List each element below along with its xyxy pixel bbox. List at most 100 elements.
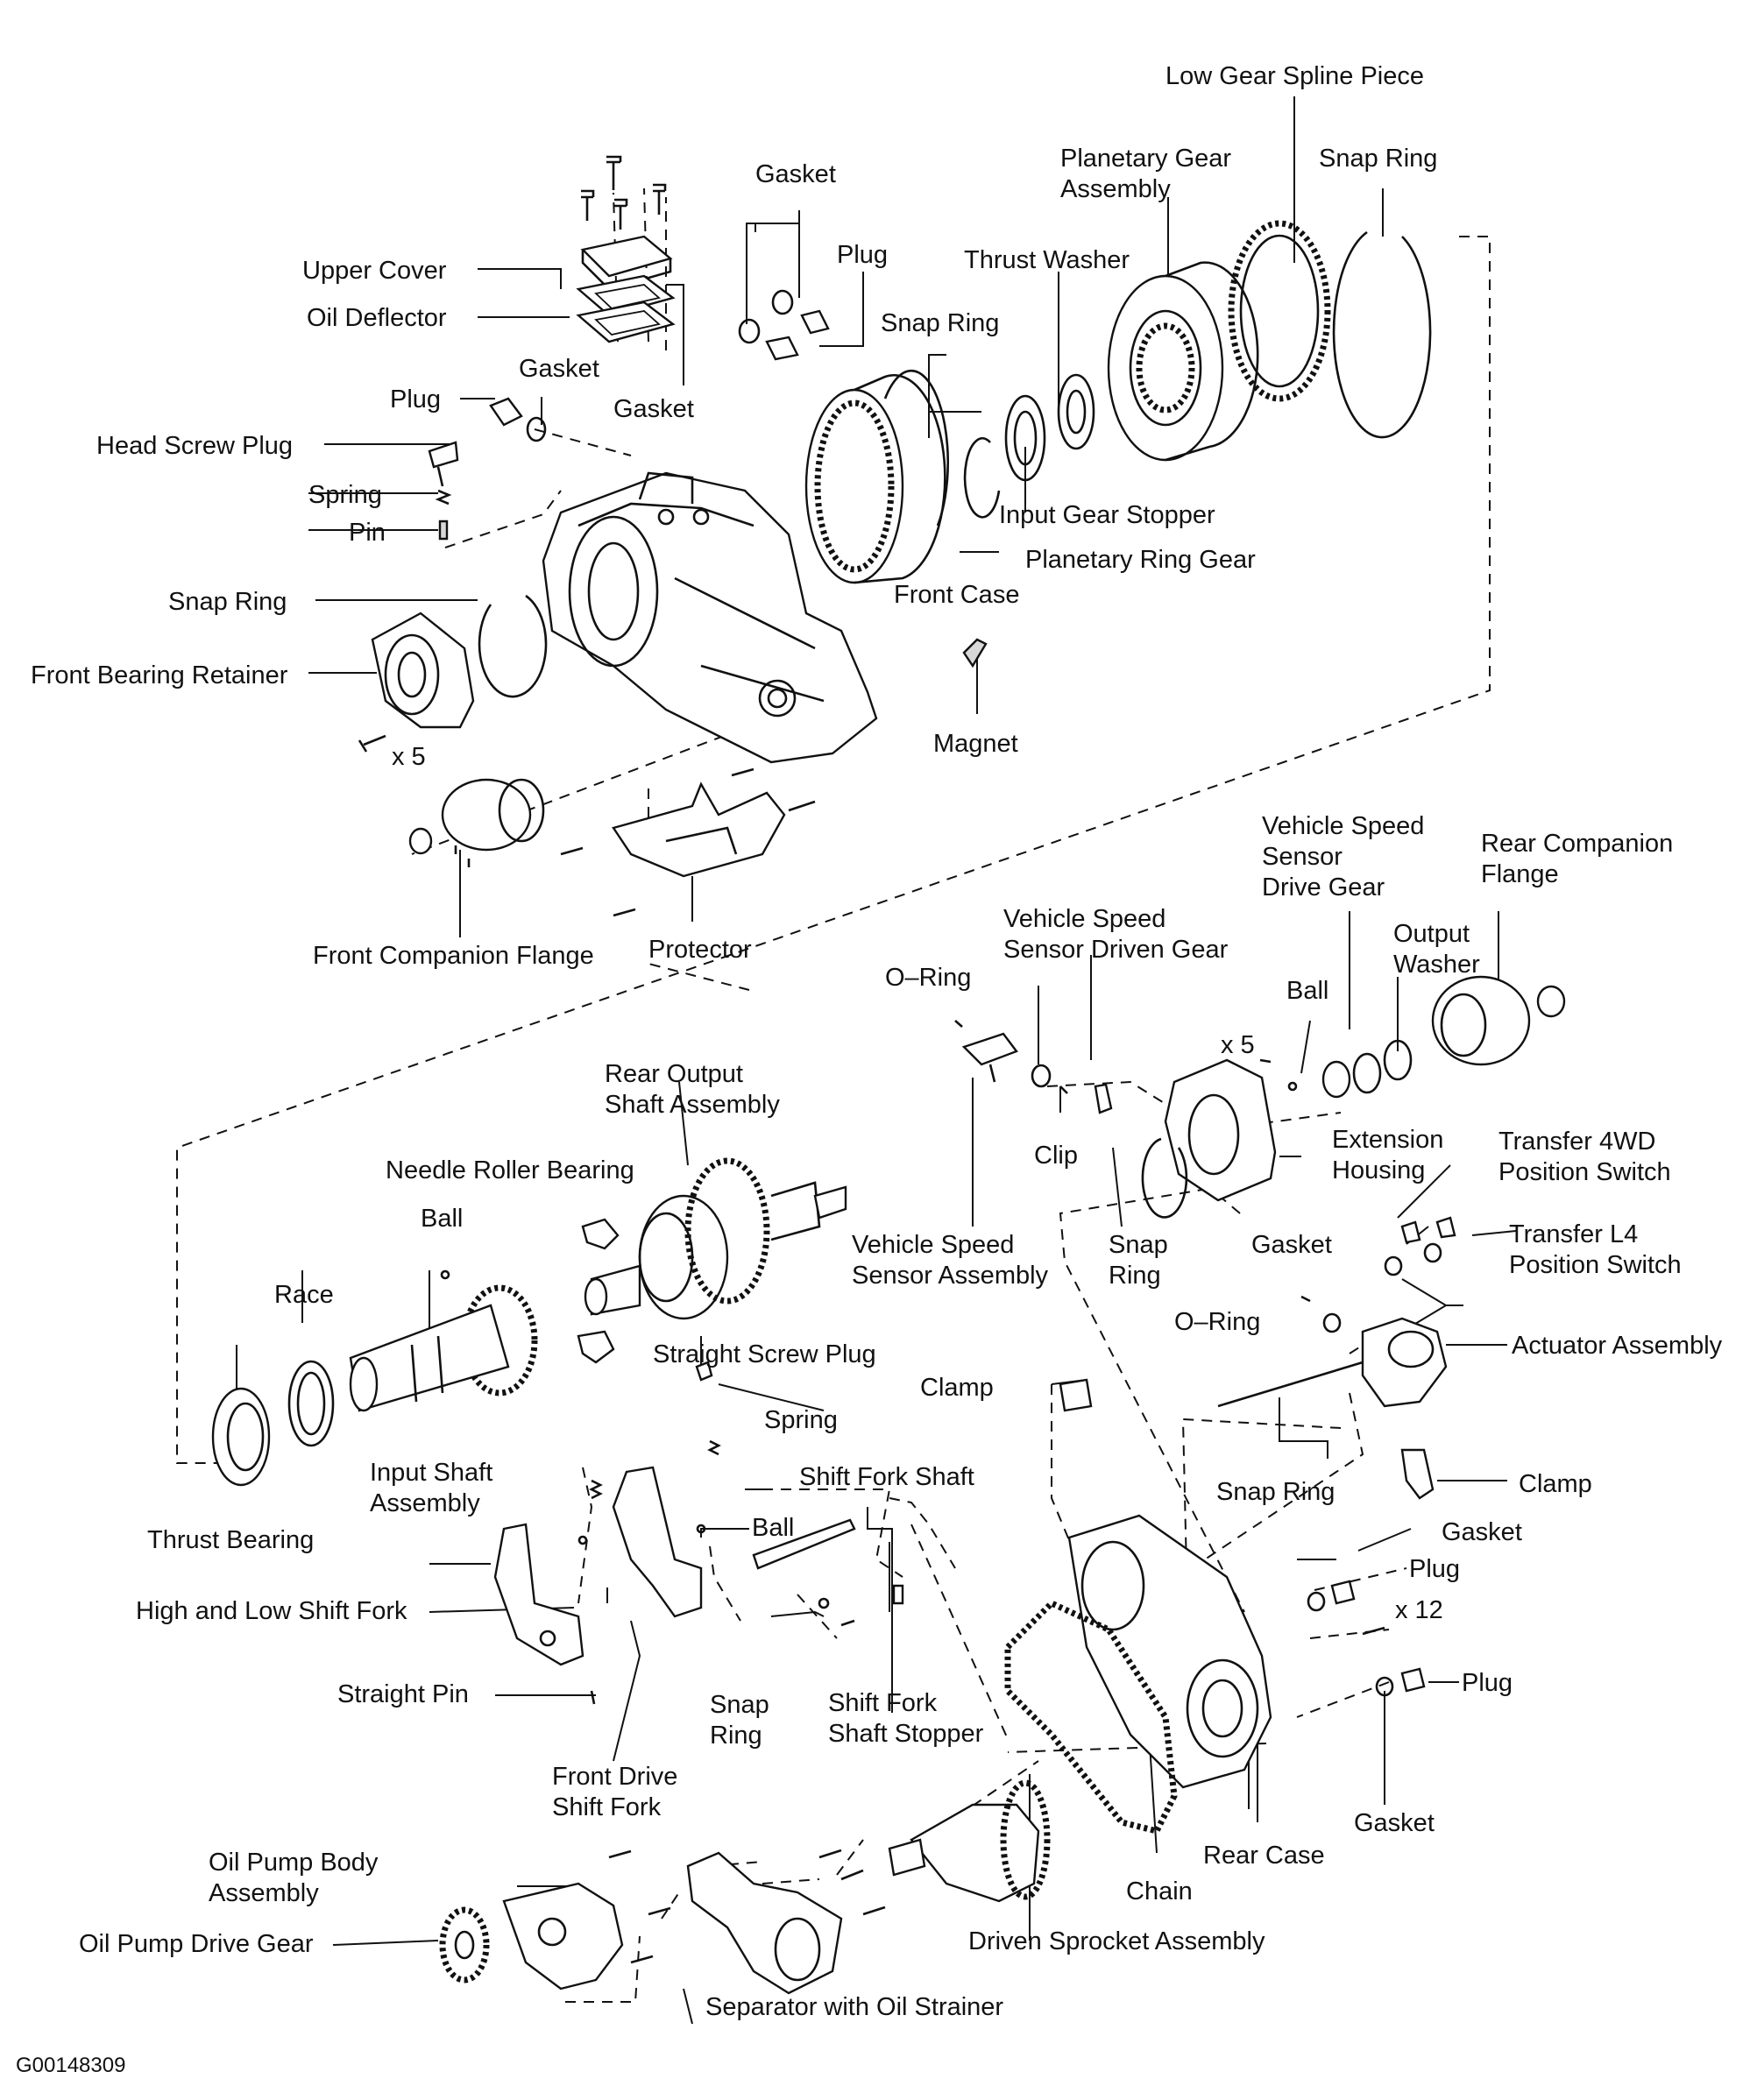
- driven-sprocket-part: [888, 1779, 1051, 1903]
- oil-pump-body-part: [502, 1882, 624, 1990]
- planetary-ring-gear-part: [804, 373, 946, 584]
- o-ring-top-part: [1031, 1064, 1052, 1088]
- label-output-washer-1: Output: [1393, 920, 1470, 948]
- label-snap-ring-top-right: Snap Ring: [1319, 145, 1437, 173]
- snap-ring-top-right-part: [1332, 230, 1432, 439]
- thrust-washer-part: [1057, 373, 1095, 450]
- labels: Low Gear Spline Piece Planetary Gear Ass…: [16, 62, 1723, 2077]
- o-ring-mid-part: [1300, 1295, 1342, 1333]
- label-snap-ring-low-2: Ring: [710, 1722, 762, 1750]
- protector-bolts: [560, 767, 816, 917]
- label-shift-fork-stopper-1: Shift Fork: [828, 1689, 938, 1717]
- oil-deflector: [576, 274, 676, 343]
- label-planetary-gear-2: Assembly: [1060, 175, 1171, 203]
- actuator-rod: [1217, 1361, 1364, 1408]
- straight-pin-part: [590, 1690, 596, 1705]
- snap-ring-left-part: [478, 594, 548, 698]
- figure-id: G00148309: [16, 2054, 125, 2077]
- ball-left-part: [440, 1269, 450, 1280]
- snap-ring-top-mid-part: [883, 369, 1001, 527]
- transfer-l4-switch-part: [1423, 1216, 1456, 1263]
- label-ball-left: Ball: [421, 1205, 463, 1233]
- planetary-gear-assembly-part: [1107, 261, 1259, 462]
- oil-pump-drive-gear-part: [439, 1906, 490, 1983]
- label-vss-drive-gear-2: Sensor: [1262, 843, 1343, 871]
- label-clip: Clip: [1034, 1142, 1078, 1170]
- label-gasket-bottom-right: Gasket: [1354, 1809, 1435, 1837]
- label-planetary-gear-1: Planetary Gear: [1060, 145, 1231, 173]
- label-protector: Protector: [648, 936, 752, 964]
- label-separator: Separator with Oil Strainer: [705, 1993, 1003, 2021]
- protector-part: [612, 781, 786, 878]
- label-ball-mid: Ball: [752, 1514, 794, 1542]
- label-thrust-washer: Thrust Washer: [964, 246, 1130, 274]
- retainer-bolt: [358, 734, 386, 753]
- label-ball-right: Ball: [1286, 977, 1328, 1005]
- label-vss-drive-gear-3: Drive Gear: [1262, 873, 1385, 902]
- label-gasket-top: Gasket: [755, 160, 836, 188]
- label-oil-pump-body-1: Oil Pump Body: [209, 1849, 379, 1877]
- label-rear-companion-flange-2: Flange: [1481, 860, 1559, 888]
- extension-housing-part: [1164, 1058, 1277, 1202]
- label-oil-deflector: Oil Deflector: [307, 304, 447, 332]
- vss-drive-gear-part: [1321, 1060, 1351, 1099]
- front-bearing-retainer-part: [371, 612, 475, 729]
- label-driven-sprocket: Driven Sprocket Assembly: [968, 1927, 1265, 1955]
- ball-mid-part: [577, 1524, 706, 1545]
- chain-part: [1004, 1599, 1178, 1835]
- label-o-ring-top: O–Ring: [885, 964, 971, 992]
- gasket-right-part: [1307, 1591, 1394, 1697]
- label-magnet: Magnet: [933, 730, 1018, 758]
- rear-output-shaft-part: [584, 1157, 847, 1320]
- label-race: Race: [274, 1281, 334, 1309]
- label-front-bearing-retainer: Front Bearing Retainer: [31, 661, 288, 689]
- label-extension-housing-1: Extension: [1332, 1126, 1443, 1154]
- thrust-bearing-part: [211, 1387, 271, 1487]
- label-plug-top: Plug: [837, 241, 888, 269]
- label-rear-output-shaft-1: Rear Output: [605, 1060, 743, 1088]
- label-clamp-right: Clamp: [1519, 1470, 1592, 1498]
- upper-cover-bolts: [581, 155, 667, 230]
- transfer-4wd-switch-part: [1384, 1220, 1421, 1276]
- rear-companion-flange-part: [1431, 975, 1566, 1066]
- label-x5-front: x 5: [392, 743, 426, 771]
- plug-top-pair: [765, 309, 830, 361]
- label-upper-cover: Upper Cover: [302, 257, 447, 285]
- clamp-mid-part: [1059, 1378, 1093, 1412]
- needle-bearing-lower: [577, 1330, 615, 1364]
- label-extension-housing-2: Housing: [1332, 1156, 1425, 1184]
- label-o-ring-mid: O–Ring: [1174, 1308, 1260, 1336]
- label-pin: Pin: [349, 519, 386, 547]
- actuator-assembly-part: [1361, 1317, 1448, 1408]
- needle-roller-bearing-part: [581, 1218, 620, 1250]
- label-straight-pin: Straight Pin: [337, 1680, 469, 1708]
- label-straight-screw-plug: Straight Screw Plug: [653, 1340, 876, 1368]
- front-drive-shift-fork-part: [612, 1466, 703, 1618]
- separator-bolts: [818, 1849, 886, 1916]
- race-part: [287, 1360, 335, 1447]
- magnet-part: [962, 638, 988, 668]
- straight-screw-plug-part: [695, 1361, 713, 1382]
- spring-top: [435, 489, 452, 506]
- label-shift-fork-stopper-2: Shaft Stopper: [828, 1720, 984, 1748]
- label-spring-mid: Spring: [764, 1406, 838, 1434]
- plug-right-part: [1330, 1580, 1426, 1693]
- input-gear-stopper-part: [1004, 394, 1046, 482]
- snap-ring-low-part: [818, 1597, 830, 1609]
- label-snap-ring-mid-1: Snap: [1109, 1231, 1168, 1259]
- label-plug-bottom-right: Plug: [1462, 1669, 1513, 1697]
- label-input-gear-stopper: Input Gear Stopper: [999, 501, 1215, 529]
- vss-driven-gear-part: [1094, 1083, 1113, 1114]
- head-screw-plug: [428, 441, 459, 487]
- high-low-shift-fork-part: [493, 1523, 584, 1666]
- label-transfer-l4-1: Transfer L4: [1509, 1220, 1638, 1248]
- vss-assembly-part: [954, 1020, 1018, 1083]
- plug-left: [489, 397, 547, 442]
- label-output-washer-2: Washer: [1393, 951, 1480, 979]
- input-shaft-part: [349, 1284, 538, 1412]
- label-gasket-right-cover: Gasket: [613, 395, 694, 423]
- label-head-screw-plug: Head Screw Plug: [96, 432, 293, 460]
- leader-lines: [236, 96, 1517, 2025]
- snap-ring-mid-part: [1141, 1137, 1188, 1219]
- label-snap-ring-left: Snap Ring: [168, 588, 287, 616]
